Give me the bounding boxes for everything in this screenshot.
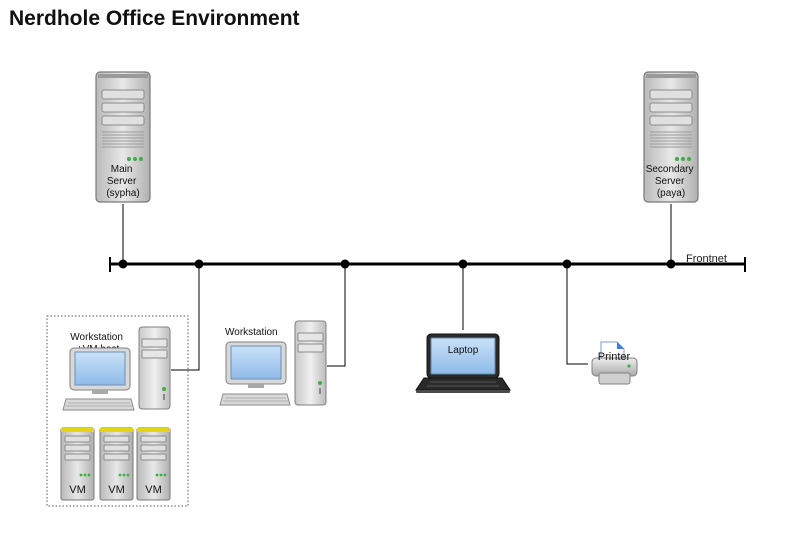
status-led <box>133 157 137 161</box>
status-led <box>681 157 685 161</box>
bus-node-vm-host <box>194 259 204 269</box>
bus-node-printer <box>562 259 572 269</box>
network-label: Frontnet <box>686 253 727 265</box>
vm-top-bar <box>137 428 170 432</box>
keyboard-icon <box>219 393 291 406</box>
laptop-label: Laptop <box>448 345 479 356</box>
bus-node-main-server <box>118 259 128 269</box>
workstation-vm-host[interactable]: Workstation +VM host <box>62 326 171 411</box>
main-server-label: Main Server (sypha) <box>106 164 139 199</box>
vm-label: VM <box>108 484 125 496</box>
tower-icon <box>294 320 327 406</box>
vm-top-bar <box>100 428 133 432</box>
vm-server[interactable]: VM <box>60 427 95 501</box>
laptop-base-icon <box>415 377 511 391</box>
secondary-server-label: Secondary Server (paya) <box>646 164 697 199</box>
vm-top-bar <box>61 428 94 432</box>
printer[interactable]: Printer <box>591 341 638 385</box>
printer-label: Printer <box>598 351 631 363</box>
vm-server[interactable]: VM <box>136 427 171 501</box>
status-led <box>139 157 143 161</box>
workstation[interactable]: Workstation <box>219 320 327 406</box>
secondary-server[interactable]: Secondary Server (paya) <box>643 71 699 203</box>
wire-printer <box>566 264 588 365</box>
status-led <box>127 157 131 161</box>
bus-node-laptop <box>458 259 468 269</box>
main-server[interactable]: Main Server (sypha) <box>95 71 151 203</box>
workstation-label: Workstation <box>225 327 278 338</box>
vm-host-boundary <box>46 315 189 507</box>
vm-host-group: Workstation +VM host VM <box>46 315 189 507</box>
vm-label: VM <box>69 484 86 496</box>
bus-node-secondary-server <box>666 259 676 269</box>
vm-label: VM <box>145 484 162 496</box>
status-led <box>687 157 691 161</box>
vm-server[interactable]: VM <box>99 427 134 501</box>
wire-workstation-vm-host <box>171 264 200 371</box>
connector-lines <box>122 204 672 371</box>
keyboard-icon <box>62 398 135 411</box>
bus-node-workstation <box>340 259 350 269</box>
wire-workstation <box>327 264 346 367</box>
laptop[interactable]: Laptop <box>415 333 511 393</box>
frontnet-bus: Frontnet <box>109 253 746 272</box>
page-title: Nerdhole Office Environment <box>9 7 300 30</box>
status-led <box>675 157 679 161</box>
